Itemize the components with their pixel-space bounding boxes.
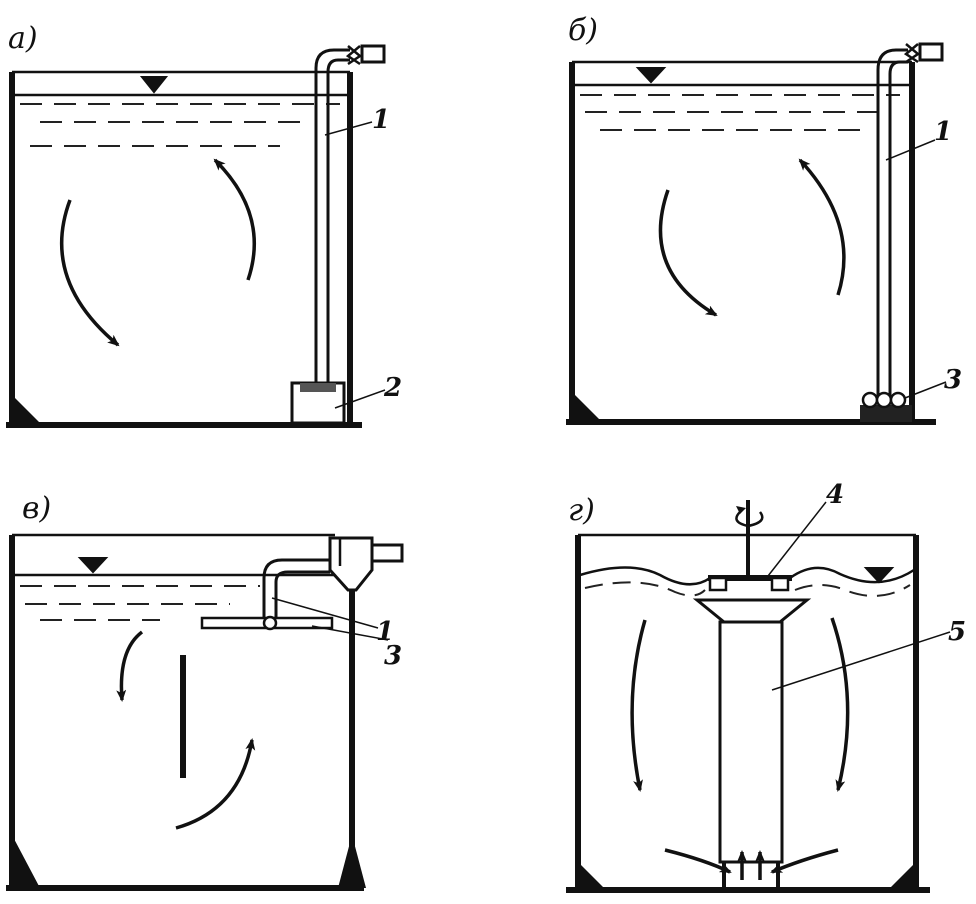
panel-b-pipe-inlet — [918, 42, 944, 62]
panel-c-leader-1 — [271, 597, 379, 629]
panel-b-flow-arrow — [658, 189, 718, 317]
panel-d-fillet-right — [888, 862, 916, 890]
panel-a-leader-1 — [324, 121, 373, 136]
panel-b-leader-1 — [885, 139, 936, 161]
panel-d-flow-arrow — [830, 617, 850, 792]
panel-c-inlet-funnel — [328, 536, 374, 592]
panel-b-valve-icon — [903, 43, 921, 64]
panel-d-flow-arrow — [630, 619, 647, 792]
panel-c: в) 1 3 — [6, 491, 404, 891]
panel-d-rotation-icon — [735, 511, 764, 528]
panel-d-leader-4 — [767, 501, 827, 577]
panel-d-rotation-arrowhead — [736, 506, 746, 514]
panel-b-tank-wall — [566, 62, 936, 425]
panel-d-tube-funnel — [692, 598, 812, 624]
panel-d-flow-arrow — [770, 848, 839, 874]
panel-c-water-level-icon — [77, 557, 109, 574]
panel-c-label: в) — [22, 491, 51, 526]
panel-b-label: б) — [568, 13, 598, 48]
panel-b: б) 1 3 — [566, 13, 962, 425]
panel-d-callout-4: 4 — [826, 480, 844, 510]
panel-c-callout-1: 1 — [376, 617, 394, 647]
panel-b-perforated-pipe-3 — [875, 391, 893, 409]
panel-a-fillet — [12, 395, 42, 425]
panel-b-callout-3: 3 — [944, 365, 962, 395]
panel-c-pipe-joint — [262, 615, 278, 631]
panel-d: г) 4 5 — [566, 480, 966, 893]
panel-d-impeller-blade — [708, 576, 728, 592]
panel-c-fillet-left — [12, 835, 40, 888]
panel-d-water-line — [584, 581, 911, 597]
panel-b-perforated-pipe-3 — [861, 391, 879, 409]
panel-d-fillet-left — [578, 862, 606, 890]
panel-a-valve-icon — [345, 45, 363, 66]
panel-b-flow-arrow — [798, 158, 846, 296]
panel-a-water-level-icon — [139, 76, 169, 94]
panel-b-leader-3 — [904, 381, 947, 399]
panel-c-flow-arrow — [116, 630, 144, 702]
panel-a-pipe-inlet — [360, 44, 386, 64]
panel-a-callout-1: 1 — [372, 105, 390, 135]
panel-c-callout-3: 3 — [384, 641, 402, 671]
panel-a-flow-arrow — [213, 158, 256, 281]
panel-c-pipe-inlet — [370, 543, 404, 563]
panel-d-impeller-blade — [770, 576, 790, 592]
panel-b-support — [860, 405, 912, 422]
panel-d-flow-arrow — [664, 848, 732, 874]
panel-a-air-pipe-1 — [314, 48, 350, 385]
panel-d-callout-5: 5 — [948, 617, 966, 647]
panel-a-callout-2: 2 — [383, 373, 402, 403]
panel-d-tank-wall — [566, 535, 930, 893]
panel-d-water-surface — [579, 566, 915, 586]
panel-a-diffuser-plate — [300, 383, 336, 392]
panel-c-fillet-right — [338, 835, 366, 888]
panel-d-impeller-4 — [708, 575, 792, 581]
panel-c-flow-arrow — [175, 738, 256, 830]
panel-b-fillet — [572, 392, 602, 422]
panel-d-label: г) — [568, 493, 595, 528]
panel-c-air-pipe-1 — [262, 558, 330, 625]
panel-d-water-level-icon — [863, 567, 895, 584]
panel-a-tank-wall — [6, 72, 362, 428]
panel-b-air-pipe-1 — [876, 48, 908, 400]
panel-b-perforated-pipe-3 — [889, 391, 907, 409]
panel-d-leader-5 — [771, 631, 951, 691]
panel-a-leader-2 — [334, 389, 386, 409]
panel-a: а) 1 2 — [6, 21, 402, 428]
panel-a-flow-arrow — [59, 199, 120, 347]
panel-c-leader-3 — [311, 625, 389, 641]
panel-b-water-level-icon — [635, 67, 667, 84]
panel-a-label: а) — [8, 21, 38, 56]
panel-d-draft-tube-5 — [718, 620, 784, 864]
panel-b-callout-1: 1 — [934, 117, 952, 147]
